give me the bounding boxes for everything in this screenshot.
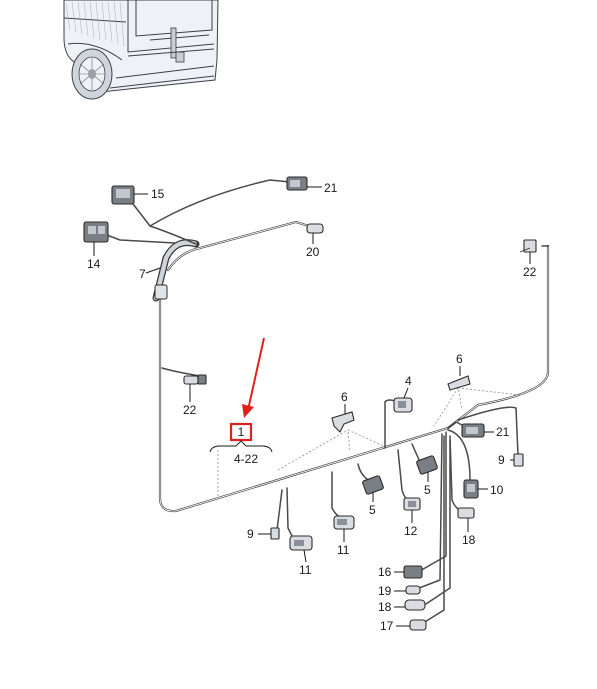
connector-18-lower <box>404 599 426 611</box>
callout-22-right: 22 <box>523 265 537 279</box>
connector-20 <box>306 223 324 234</box>
callout-22-left: 22 <box>183 403 197 417</box>
callout-9-right: 9 <box>498 453 505 467</box>
callout-18-upper: 18 <box>462 533 476 547</box>
range-label: 4-22 <box>234 452 258 466</box>
connector-11-mid <box>333 515 355 530</box>
callout-19: 19 <box>378 584 392 598</box>
callout-21-top: 21 <box>324 181 338 195</box>
part-highlight: 1 4-22 <box>209 422 273 466</box>
callout-labels: 15 21 14 20 7 22 22 6 4 6 21 9 5 10 5 12… <box>87 181 537 633</box>
callout-16: 16 <box>378 565 392 579</box>
range-bracket <box>209 440 273 453</box>
leader-lines <box>93 186 531 627</box>
callout-5-right: 5 <box>424 483 431 497</box>
callout-5-mid: 5 <box>369 503 376 517</box>
callout-14: 14 <box>87 257 101 271</box>
red-arrow-icon <box>242 337 265 418</box>
connector-12 <box>403 497 421 511</box>
connector-22-right <box>519 239 537 253</box>
callout-9-left: 9 <box>247 527 254 541</box>
connector-22-left <box>183 374 207 385</box>
connector-9-left <box>270 527 280 540</box>
part-number-label: 1 <box>238 425 245 439</box>
callout-11-left: 11 <box>299 563 312 577</box>
callout-6-right: 6 <box>456 352 463 366</box>
connector-17 <box>409 619 427 631</box>
callout-4: 4 <box>405 374 412 388</box>
connector-14 <box>83 221 109 243</box>
connector-9-right <box>513 453 524 467</box>
callout-7: 7 <box>139 267 146 281</box>
connector-21-right <box>461 423 485 438</box>
connector-15 <box>111 185 135 205</box>
callout-21-right: 21 <box>496 425 510 439</box>
connector-4 <box>393 397 413 413</box>
clip-6-mid <box>331 411 355 433</box>
wiring-harness <box>103 179 550 626</box>
callout-20: 20 <box>306 245 320 259</box>
vehicle-location-thumbnail <box>63 0 219 100</box>
connector-21-top <box>286 176 308 191</box>
callout-11-mid: 11 <box>337 543 350 557</box>
connector-18-upper <box>457 507 475 519</box>
connector-19 <box>405 585 421 595</box>
callout-10: 10 <box>490 483 504 497</box>
clip-6-right <box>447 375 471 391</box>
callout-17: 17 <box>380 619 394 633</box>
connector-10 <box>463 479 479 499</box>
connector-5-right <box>416 455 438 475</box>
callout-12: 12 <box>404 524 418 538</box>
callout-18-lower: 18 <box>378 600 392 614</box>
connector-11-left <box>289 535 313 551</box>
connector-5-mid <box>362 475 384 495</box>
callout-6-mid: 6 <box>341 390 348 404</box>
callout-15: 15 <box>151 187 165 201</box>
connector-16 <box>403 565 423 579</box>
